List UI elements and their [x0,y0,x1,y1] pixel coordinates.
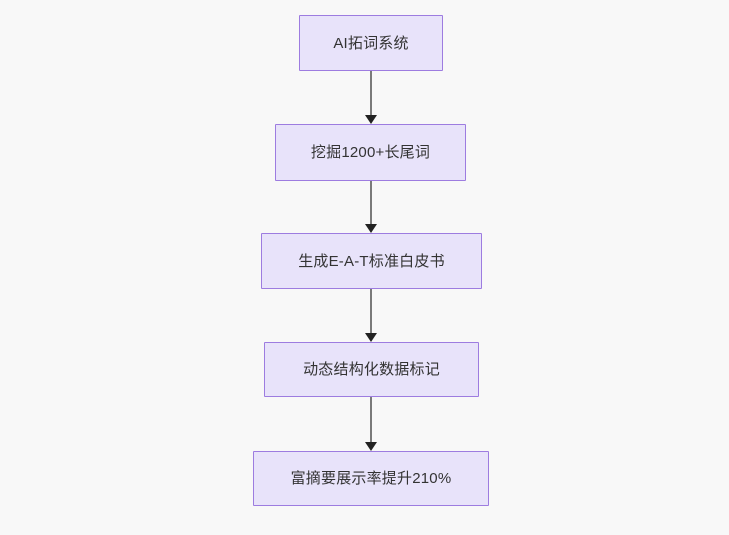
flow-node-dynamic-structured-data-markup[interactable]: 动态结构化数据标记 [264,342,479,397]
flow-node-label: AI拓词系统 [333,34,409,52]
flow-node-rich-snippet-impression-lift[interactable]: 富摘要展示率提升210% [253,451,489,506]
flow-node-label: 生成E-A-T标准白皮书 [298,252,445,270]
edge-n2-n3 [370,181,372,224]
arrowhead-n2-n3 [365,224,377,233]
flow-node-label: 富摘要展示率提升210% [290,470,452,487]
flow-node-mine-longtail-keywords[interactable]: 挖掘1200+长尾词 [275,124,466,181]
arrowhead-n3-n4 [365,333,377,342]
arrowhead-n1-n2 [365,115,377,124]
flow-node-ai-keyword-system[interactable]: AI拓词系统 [299,15,443,71]
edge-n4-n5 [370,397,372,442]
edge-n3-n4 [370,289,372,333]
flow-node-generate-eat-whitepaper[interactable]: 生成E-A-T标准白皮书 [261,233,482,289]
arrowhead-n4-n5 [365,442,377,451]
edge-n1-n2 [370,71,372,115]
flow-node-label: 挖掘1200+长尾词 [310,144,431,161]
flow-node-label: 动态结构化数据标记 [303,361,440,378]
